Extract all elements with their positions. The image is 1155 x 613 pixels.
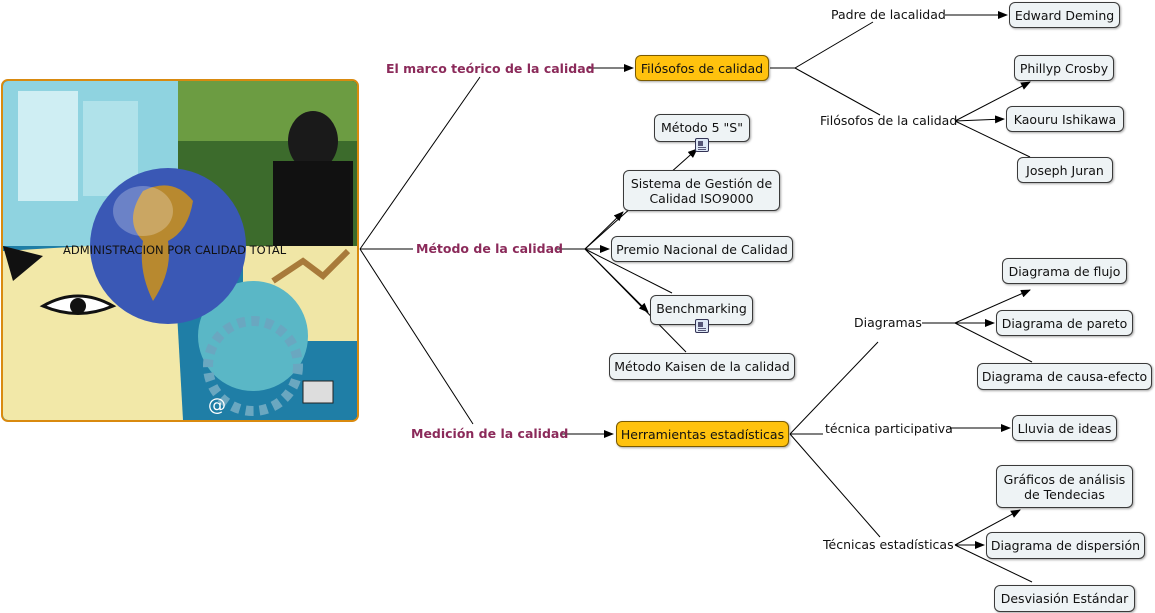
node-joseph-juran[interactable]: Joseph Juran <box>1017 157 1113 183</box>
node-diagrama-de-dispersion[interactable]: Diagrama de dispersión <box>986 532 1145 559</box>
branch-medicion[interactable]: Medición de la calidad <box>411 426 569 441</box>
node-diagrama-causa-efecto[interactable]: Diagrama de causa-efecto <box>977 363 1152 390</box>
node-lluvia-de-ideas[interactable]: Lluvia de ideas <box>1012 415 1117 441</box>
svg-text:@: @ <box>208 395 226 416</box>
root-concept-image[interactable]: @ ADMINISTRACION POR CALIDAD TOTAL <box>1 79 359 422</box>
document-icon[interactable] <box>695 138 709 152</box>
node-edward-deming[interactable]: Edward Deming <box>1009 2 1120 28</box>
collage-illustration: @ <box>3 81 357 420</box>
label-filosofos-de-la-calidad: Filósofos de la calidad <box>820 113 958 128</box>
node-metodo-5s[interactable]: Método 5 "S" <box>654 114 750 142</box>
label-tecnica-participativa: técnica participativa <box>825 421 953 436</box>
label-diagramas: Diagramas <box>854 315 922 330</box>
node-metodo-kaisen[interactable]: Método Kaisen de la calidad <box>609 353 795 380</box>
node-graficos-de-tendencias[interactable]: Gráficos de análisis de Tendecias <box>996 465 1133 508</box>
label-padre-de-la-calidad: Padre de lacalidad <box>831 7 946 22</box>
node-diagrama-de-flujo[interactable]: Diagrama de flujo <box>1002 258 1127 284</box>
node-phillyp-crosby[interactable]: Phillyp Crosby <box>1014 55 1114 81</box>
node-premio-nacional[interactable]: Premio Nacional de Calidad <box>611 236 793 262</box>
node-desviacion-estandar[interactable]: Desviasión Estándar <box>994 585 1135 612</box>
node-kaouru-ishikawa[interactable]: Kaouru Ishikawa <box>1006 106 1124 132</box>
node-herramientas-estadisticas[interactable]: Herramientas estadísticas <box>616 421 789 447</box>
node-diagrama-de-pareto[interactable]: Diagrama de pareto <box>996 310 1133 336</box>
node-iso9000[interactable]: Sistema de Gestión de Calidad ISO9000 <box>623 170 780 211</box>
branch-metodo[interactable]: Método de la calidad <box>416 241 563 256</box>
branch-marco-teorico[interactable]: El marco teórico de la calidad <box>386 61 595 76</box>
node-filosofos-de-calidad[interactable]: Filósofos de calidad <box>635 55 769 81</box>
document-icon[interactable] <box>695 319 709 333</box>
label-tecnicas-estadisticas: Técnicas estadísticas <box>823 537 954 552</box>
root-label: ADMINISTRACION POR CALIDAD TOTAL <box>63 243 287 257</box>
